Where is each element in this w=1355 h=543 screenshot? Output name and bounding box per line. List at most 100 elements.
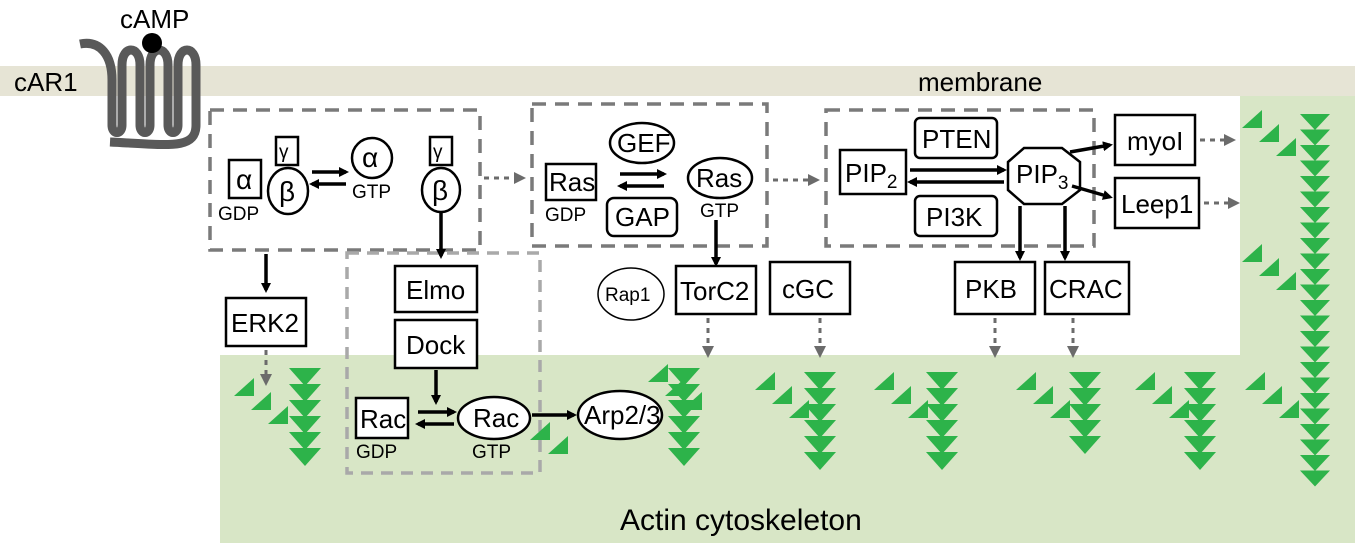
ras-gdp-state: GDP bbox=[545, 205, 586, 226]
actin-branch-segment bbox=[1276, 138, 1296, 156]
rap1-ellipse bbox=[597, 267, 665, 321]
actin-filament-segment bbox=[1069, 388, 1101, 406]
erk2-label: ERK2 bbox=[231, 308, 299, 338]
actin-filament-segment bbox=[1300, 393, 1330, 409]
actin-filament-segment bbox=[926, 388, 958, 406]
ras-gtp-label: Ras bbox=[696, 163, 742, 193]
actin-filament-segment bbox=[1184, 372, 1216, 390]
gdp-label: GDP bbox=[218, 204, 259, 225]
myoi-box bbox=[1113, 113, 1197, 167]
beta-free-symbol: β bbox=[432, 175, 448, 206]
actin-filament-segment bbox=[1300, 222, 1330, 239]
actin-branch-segment bbox=[268, 406, 288, 424]
myoi-label: myoI bbox=[1127, 126, 1183, 156]
actin-filament-segment bbox=[1300, 129, 1330, 146]
actin-filament-segment bbox=[1300, 362, 1330, 378]
crac-label: CRAC bbox=[1049, 274, 1123, 304]
rac-gdp-state: GDP bbox=[356, 442, 397, 463]
torc2-label: TorC2 bbox=[680, 276, 749, 306]
actin-branch-segment bbox=[234, 378, 254, 396]
actin-filament-segment bbox=[1069, 420, 1101, 438]
cytoskeleton-side-region bbox=[1240, 96, 1355, 358]
elmo-label: Elmo bbox=[406, 275, 465, 305]
pip3-subscript: 3 bbox=[1058, 173, 1069, 194]
actin-branch-segment bbox=[1276, 272, 1296, 290]
actin-filament-segment bbox=[1300, 284, 1330, 301]
actin-filament-segment bbox=[289, 384, 321, 402]
actin-branch-segment bbox=[1135, 372, 1155, 390]
actin-filament-segment bbox=[804, 404, 836, 422]
actin-filament-segment bbox=[1184, 420, 1216, 438]
cAMP-label: cAMP bbox=[120, 4, 189, 34]
actin-filament-segment bbox=[1300, 377, 1330, 394]
actin-branch-segment bbox=[1169, 400, 1189, 418]
actin-filament-segment bbox=[1184, 452, 1216, 470]
pip2-subscript: 2 bbox=[887, 172, 898, 193]
membrane-band bbox=[0, 66, 1355, 96]
actin-filament-segment bbox=[289, 448, 321, 466]
beta-bound-symbol: β bbox=[279, 176, 295, 207]
dock-box bbox=[393, 318, 479, 370]
actin-branch-segment bbox=[1242, 244, 1262, 262]
receptor-cAR1-icon bbox=[79, 38, 201, 150]
g-protein-module bbox=[208, 108, 482, 252]
actin-branch-segment bbox=[772, 386, 792, 404]
actin-filament-segment bbox=[926, 436, 958, 454]
actin-filaments bbox=[234, 110, 1330, 487]
dock-label: Dock bbox=[406, 330, 466, 360]
actin-filament-segment bbox=[1184, 388, 1216, 406]
actin-filament-segment bbox=[1300, 300, 1330, 316]
actin-filament-segment bbox=[804, 372, 836, 390]
alpha-gdp-box bbox=[227, 158, 263, 200]
cAR1-label: cAR1 bbox=[14, 67, 78, 97]
crac-box bbox=[1043, 260, 1131, 316]
actin-branch-segment bbox=[1259, 124, 1279, 142]
cgc-label: cGC bbox=[782, 274, 834, 304]
pip3-octagon bbox=[1006, 146, 1082, 206]
ras-gtp-ellipse bbox=[686, 156, 754, 200]
rac-gtp-ellipse bbox=[456, 395, 532, 441]
actin-filament-segment bbox=[1300, 176, 1330, 192]
gamma-free-box bbox=[428, 135, 454, 167]
pip3-label: PIP3 bbox=[1016, 159, 1069, 194]
alpha-gtp-symbol: α bbox=[362, 142, 378, 173]
rap1-label: Rap1 bbox=[605, 285, 650, 306]
pi3k-box bbox=[913, 194, 999, 238]
actin-branch-segment bbox=[1262, 386, 1282, 404]
actin-branch-segment bbox=[1259, 258, 1279, 276]
arp23-ellipse bbox=[576, 389, 664, 441]
ras-module bbox=[530, 102, 769, 248]
actin-filament-segment bbox=[1300, 238, 1330, 254]
pip2-label: PIP2 bbox=[845, 158, 898, 193]
actin-filament-segment bbox=[804, 452, 836, 470]
rac-gdp-box bbox=[354, 396, 410, 440]
elmo-box bbox=[393, 264, 479, 314]
actin-filament-segment bbox=[668, 448, 700, 466]
cgc-box bbox=[768, 260, 852, 316]
actin-branch-segment bbox=[891, 386, 911, 404]
actin-branch-segment bbox=[755, 372, 775, 390]
ras-gdp-label: Ras bbox=[549, 167, 595, 197]
actin-filament-segment bbox=[1069, 404, 1101, 422]
actin-filament-segment bbox=[1300, 253, 1330, 270]
actin-filament-segment bbox=[1300, 160, 1330, 177]
pip3-to-myoi-arrow bbox=[1069, 141, 1113, 154]
erk2-box bbox=[224, 296, 308, 348]
leep1-box bbox=[1113, 176, 1201, 230]
pip3-text: PIP bbox=[1016, 159, 1058, 189]
actin-branch-segment bbox=[1245, 372, 1265, 390]
actin-filament-segment bbox=[289, 432, 321, 450]
actin-branch-segment bbox=[874, 372, 894, 390]
actin-filament-segment bbox=[1069, 372, 1101, 390]
actin-branch-segment bbox=[1242, 110, 1262, 128]
pip2-box bbox=[838, 148, 908, 196]
actin-branch-segment bbox=[530, 422, 550, 440]
pi3k-label: PI3K bbox=[926, 202, 983, 232]
membrane-label: membrane bbox=[918, 67, 1042, 97]
actin-filament-segment bbox=[926, 452, 958, 470]
actin-filament-segment bbox=[1300, 455, 1330, 471]
actin-filament-segment bbox=[804, 436, 836, 454]
arp23-label: Arp2/3 bbox=[584, 400, 661, 430]
alpha-gtp-circle bbox=[350, 136, 394, 180]
